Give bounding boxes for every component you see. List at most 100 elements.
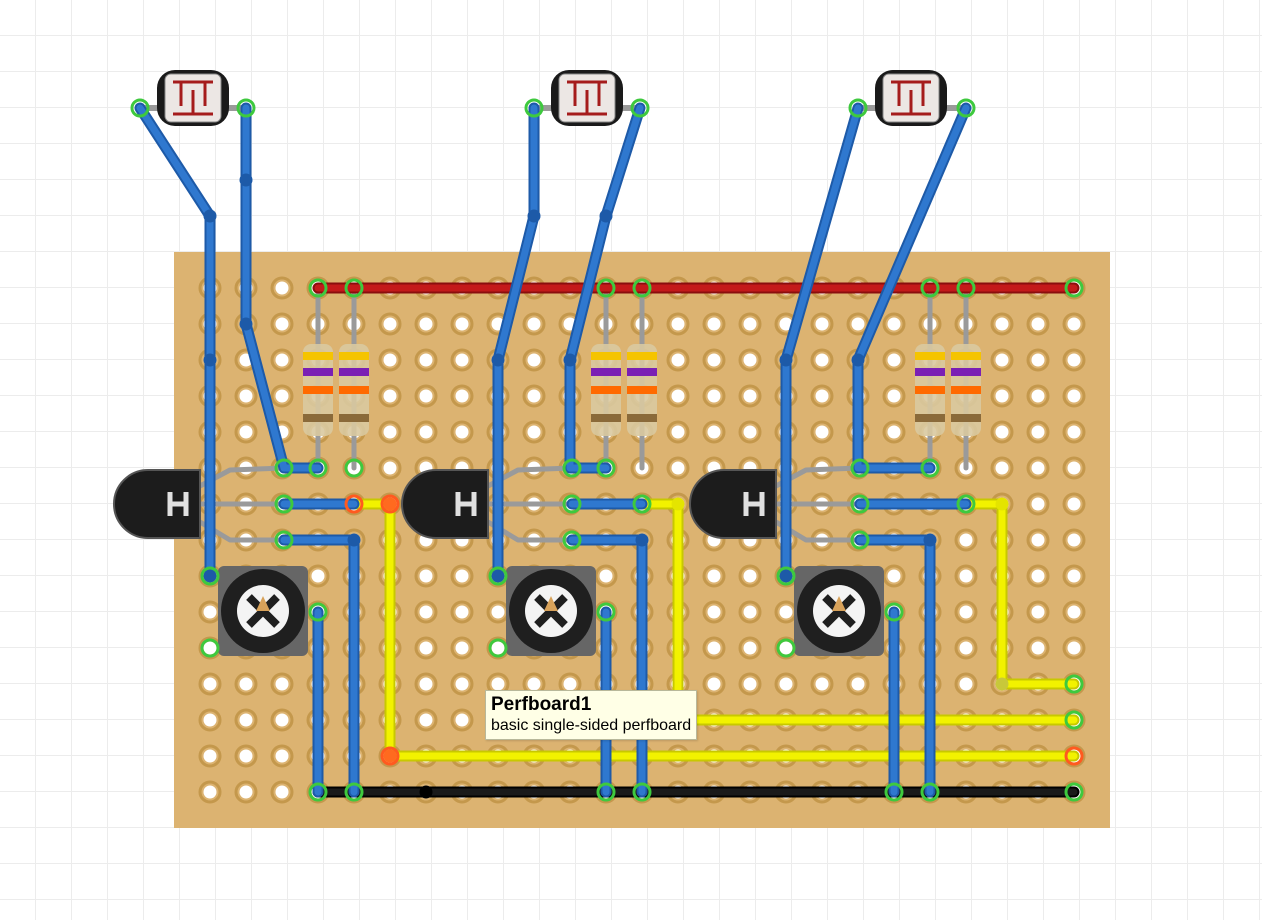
bendpoint	[203, 209, 217, 223]
connector-end	[632, 278, 652, 298]
hole	[455, 569, 469, 583]
photocell-2-wire-a[interactable]	[494, 104, 538, 580]
connector-end	[274, 458, 294, 478]
hole	[959, 605, 973, 619]
hole	[419, 641, 433, 655]
hole-ring	[234, 744, 258, 768]
trim-potentiometer[interactable]	[506, 566, 596, 656]
photocell-1-wire-b[interactable]	[242, 104, 322, 472]
signal-wire-3[interactable]	[962, 500, 1078, 688]
hole-ring	[774, 672, 798, 696]
hole	[1031, 497, 1045, 511]
resistor-band	[627, 414, 657, 422]
hole-ring	[738, 420, 762, 444]
hole-ring	[810, 348, 834, 372]
components[interactable]	[113, 70, 981, 656]
hole-ring	[738, 312, 762, 336]
trim-potentiometer[interactable]	[794, 566, 884, 656]
hole	[275, 785, 289, 799]
photocell[interactable]	[157, 70, 229, 126]
trim-potentiometer[interactable]	[218, 566, 308, 656]
hole	[203, 677, 217, 691]
hole-ring	[450, 564, 474, 588]
hole-ring	[414, 348, 438, 372]
connector-end	[344, 278, 364, 298]
signal-wire-1[interactable]	[350, 500, 1078, 760]
photocell[interactable]	[551, 70, 623, 126]
hole-ring	[522, 384, 546, 408]
connector-end	[596, 602, 616, 622]
connector-end	[850, 530, 870, 550]
connector-end	[956, 278, 976, 298]
hole-ring	[414, 672, 438, 696]
photocell-trace	[567, 80, 607, 116]
hole-ring	[702, 600, 726, 624]
signal-wire-2[interactable]	[638, 500, 1078, 724]
hole	[275, 353, 289, 367]
hole	[239, 785, 253, 799]
bendpoint	[419, 785, 433, 799]
hole	[743, 353, 757, 367]
connector-end	[524, 98, 544, 118]
hole	[527, 353, 541, 367]
resistor[interactable]	[915, 344, 945, 436]
resistor-band	[303, 368, 333, 376]
hole	[671, 353, 685, 367]
hole-ring	[450, 636, 474, 660]
hole	[671, 461, 685, 475]
hole-ring	[1062, 528, 1086, 552]
hole	[779, 641, 793, 655]
resistor-band	[303, 352, 333, 360]
hole-ring	[810, 420, 834, 444]
hole	[239, 713, 253, 727]
transistor[interactable]	[401, 469, 489, 539]
hole	[203, 785, 217, 799]
bendpoint	[239, 173, 253, 187]
connector-end	[562, 530, 582, 550]
resistor[interactable]	[951, 344, 981, 436]
transistor[interactable]	[113, 469, 201, 539]
bendpoint	[779, 353, 793, 367]
hole	[275, 317, 289, 331]
photocell-3-wire-b[interactable]	[854, 104, 970, 472]
hole-ring	[666, 456, 690, 480]
bendpoint	[851, 353, 865, 367]
hole	[455, 317, 469, 331]
connector-end	[956, 98, 976, 118]
resistor-band	[591, 352, 621, 360]
hole-ring	[990, 456, 1014, 480]
bendpoint	[203, 569, 217, 583]
hole-ring	[414, 564, 438, 588]
hole-ring	[450, 348, 474, 372]
hole	[671, 425, 685, 439]
connector-end	[920, 278, 940, 298]
hole-ring	[270, 384, 294, 408]
hole	[419, 425, 433, 439]
hole	[1067, 389, 1081, 403]
hole	[383, 317, 397, 331]
resistor[interactable]	[591, 344, 621, 436]
hole	[203, 713, 217, 727]
resistor[interactable]	[303, 344, 333, 436]
hole-ring	[738, 348, 762, 372]
hole-ring	[270, 672, 294, 696]
hole	[743, 569, 757, 583]
hole-ring	[378, 456, 402, 480]
hole-ring	[738, 636, 762, 660]
hole	[563, 677, 577, 691]
hole-ring	[1026, 384, 1050, 408]
hole-ring	[666, 348, 690, 372]
hole-ring	[702, 312, 726, 336]
resistor[interactable]	[627, 344, 657, 436]
bendpoint	[995, 497, 1009, 511]
hole	[527, 677, 541, 691]
photocell[interactable]	[875, 70, 947, 126]
hole-ring	[1062, 348, 1086, 372]
resistor[interactable]	[339, 344, 369, 436]
hole	[743, 605, 757, 619]
hole	[203, 605, 217, 619]
transistor[interactable]	[689, 469, 777, 539]
connector-end-unconnected	[380, 494, 400, 514]
connector-end	[488, 566, 508, 586]
